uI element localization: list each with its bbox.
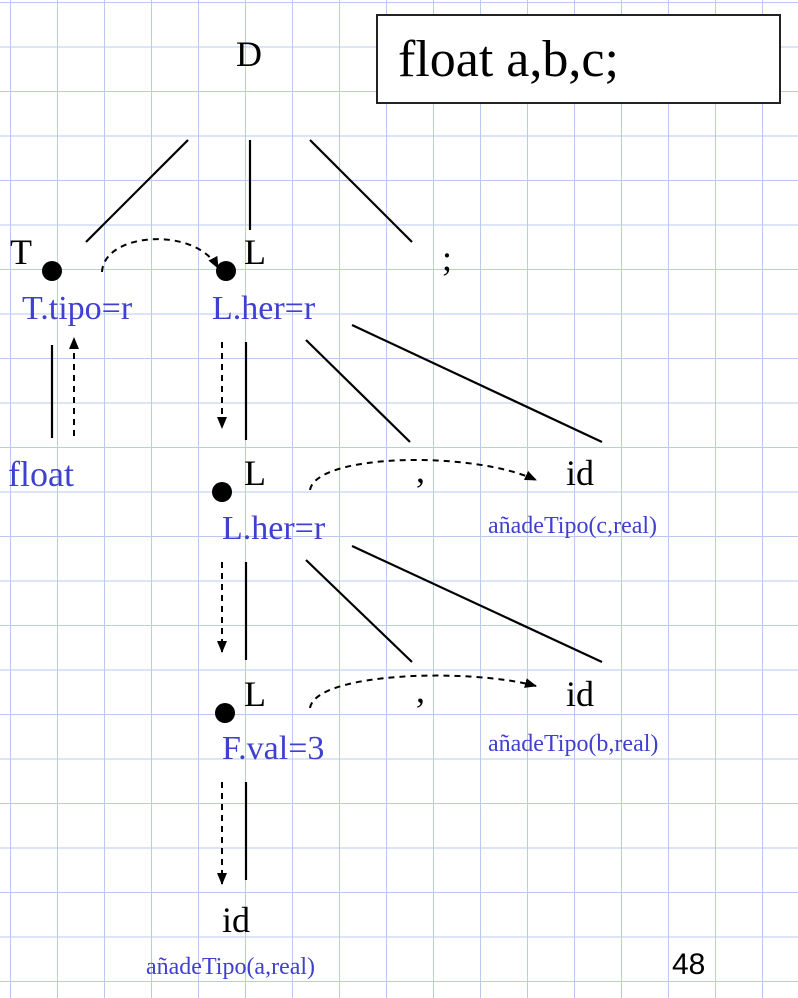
- node-l2: L: [244, 453, 266, 493]
- node-id-1: id: [566, 453, 595, 493]
- dep-l2-to-id: [309, 459, 537, 491]
- dot-l1: [216, 261, 236, 281]
- dot-l3: [215, 703, 235, 723]
- edge-l2-comma: [305, 559, 413, 663]
- action-a: añadeTipo(a,real): [146, 954, 316, 980]
- node-semicolon: ;: [442, 238, 453, 278]
- edge-l1-id: [351, 324, 603, 443]
- node-l3: L: [244, 674, 266, 714]
- attr-l1-her: L.her=r: [212, 290, 316, 327]
- node-t: T: [10, 232, 32, 272]
- page-number: 48: [672, 948, 706, 981]
- node-id-3: id: [222, 900, 251, 940]
- action-b: añadeTipo(b,real): [488, 731, 659, 757]
- attr-l2-her: L.her=r: [222, 510, 326, 547]
- node-id-2: id: [566, 674, 595, 714]
- dep-t-to-l: [101, 238, 219, 273]
- node-float: float: [8, 454, 74, 494]
- dep-l3-to-id: [309, 674, 537, 709]
- node-d: D: [236, 34, 262, 74]
- code-text: float a,b,c;: [398, 31, 619, 88]
- node-comma-2: ,: [416, 670, 425, 710]
- edge-l2-id: [351, 545, 603, 663]
- edge-d-t: [85, 139, 189, 243]
- attr-t-tipo: T.tipo=r: [22, 290, 133, 327]
- code-box: float a,b,c;: [376, 14, 781, 104]
- edge-d-semicolon: [309, 139, 413, 243]
- dot-l2: [212, 482, 232, 502]
- edge-l1-comma: [305, 339, 411, 443]
- dot-t: [42, 261, 62, 281]
- action-c: añadeTipo(c,real): [488, 513, 658, 539]
- node-comma-1: ,: [416, 450, 425, 490]
- node-l1: L: [244, 232, 266, 272]
- attr-f-val: F.val=3: [222, 730, 325, 767]
